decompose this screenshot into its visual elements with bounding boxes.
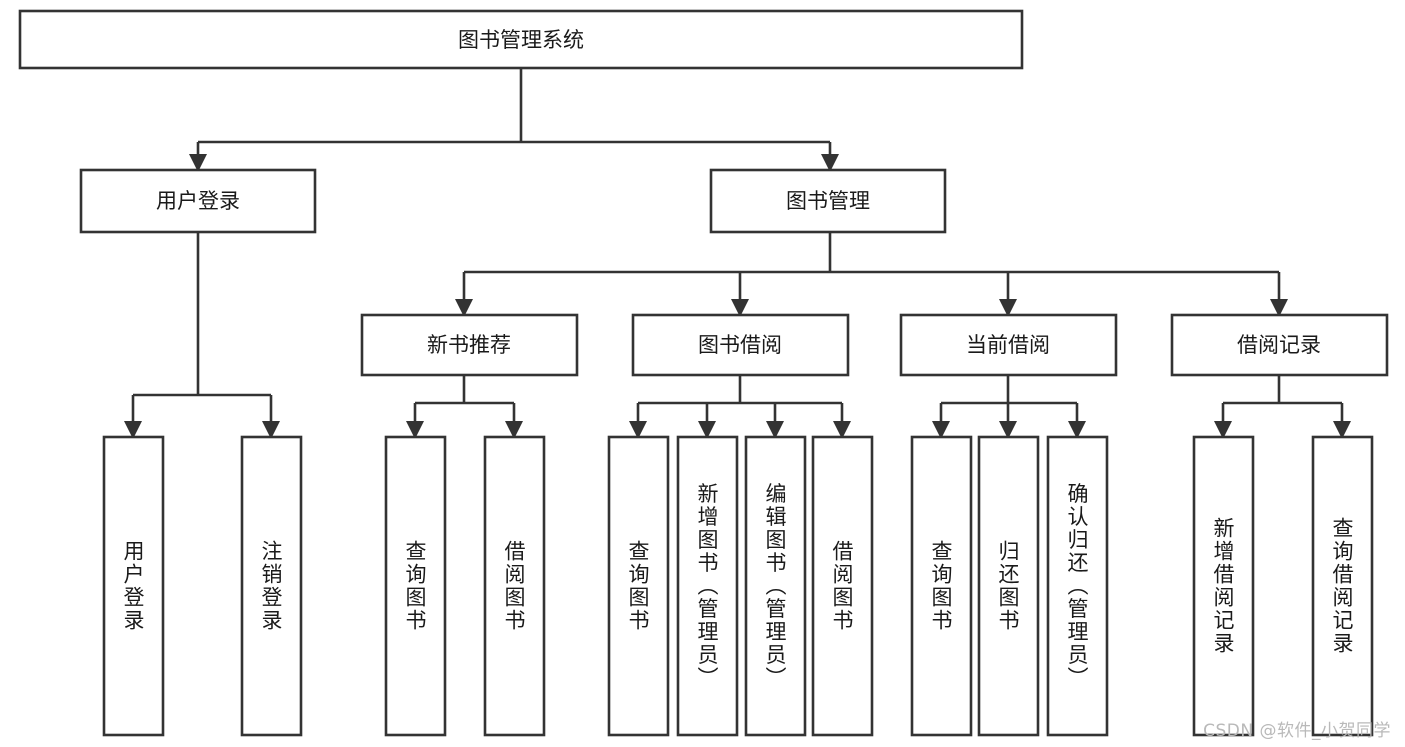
leaf-user-login-0-label: 用户登录 [121,540,145,632]
leaf-current-borrow-0[interactable]: 查询图书 [910,435,973,737]
leaf-book-borrow-2-label: 编辑图书（管理员） [763,483,787,690]
connector-bookborrow-to-leaves [629,375,851,439]
leaf-user-login-1[interactable]: 注销登录 [240,435,303,737]
node-root-system-label: 图书管理系统 [458,28,584,52]
leaf-book-borrow-2[interactable]: 编辑图书（管理员） [744,435,807,737]
leaf-borrow-record-0-label: 新增借阅记录 [1211,517,1235,655]
leaf-user-login-0[interactable]: 用户登录 [102,435,165,737]
leaf-current-borrow-2-label: 确认归还（管理员） [1065,483,1089,690]
node-current-borrow[interactable]: 当前借阅 [899,313,1118,377]
connector-newbook-to-leaves [406,375,523,439]
node-borrow-record[interactable]: 借阅记录 [1170,313,1389,377]
csdn-watermark: CSDN @软件_小贺同学 [1203,721,1391,741]
node-root-system[interactable]: 图书管理系统 [18,9,1024,70]
leaf-current-borrow-1-label: 归还图书 [996,540,1020,632]
connector-borrowrecord-to-leaves [1214,375,1351,439]
connector-userlogin-to-leaves [124,232,280,439]
leaf-book-borrow-0[interactable]: 查询图书 [607,435,670,737]
leaf-book-borrow-0-label: 查询图书 [626,540,650,632]
node-book-management[interactable]: 图书管理 [709,168,947,234]
leaf-book-borrow-1-label: 新增图书（管理员） [695,483,719,690]
leaf-user-login-1-label: 注销登录 [259,540,283,632]
leaf-book-borrow-1[interactable]: 新增图书（管理员） [676,435,739,737]
leaf-new-book-recommend-0-label: 查询图书 [403,540,427,632]
node-book-borrow-label: 图书借阅 [698,333,782,357]
node-borrow-record-label: 借阅记录 [1237,333,1321,357]
leaf-current-borrow-0-label: 查询图书 [929,540,953,632]
leaf-new-book-recommend-1[interactable]: 借阅图书 [483,435,546,737]
connector-bookmgmt-to-level3 [455,232,1288,317]
node-user-login[interactable]: 用户登录 [79,168,317,234]
node-book-management-label: 图书管理 [786,189,870,213]
leaf-borrow-record-1[interactable]: 查询借阅记录 [1311,435,1374,737]
connector-root-to-level2 [189,68,839,172]
leaf-current-borrow-2[interactable]: 确认归还（管理员） [1046,435,1109,737]
node-new-book-recommend-label: 新书推荐 [427,333,511,357]
connector-currentborrow-to-leaves [932,375,1086,439]
leaf-new-book-recommend-1-label: 借阅图书 [502,540,526,632]
leaf-new-book-recommend-0[interactable]: 查询图书 [384,435,447,737]
leaf-book-borrow-3-label: 借阅图书 [830,540,854,632]
leaf-current-borrow-1[interactable]: 归还图书 [977,435,1040,737]
node-current-borrow-label: 当前借阅 [966,333,1050,357]
leaf-borrow-record-0[interactable]: 新增借阅记录 [1192,435,1255,737]
node-user-login-label: 用户登录 [156,189,240,213]
leaf-borrow-record-1-label: 查询借阅记录 [1330,517,1354,655]
node-book-borrow[interactable]: 图书借阅 [631,313,850,377]
leaf-book-borrow-3[interactable]: 借阅图书 [811,435,874,737]
node-new-book-recommend[interactable]: 新书推荐 [360,313,579,377]
